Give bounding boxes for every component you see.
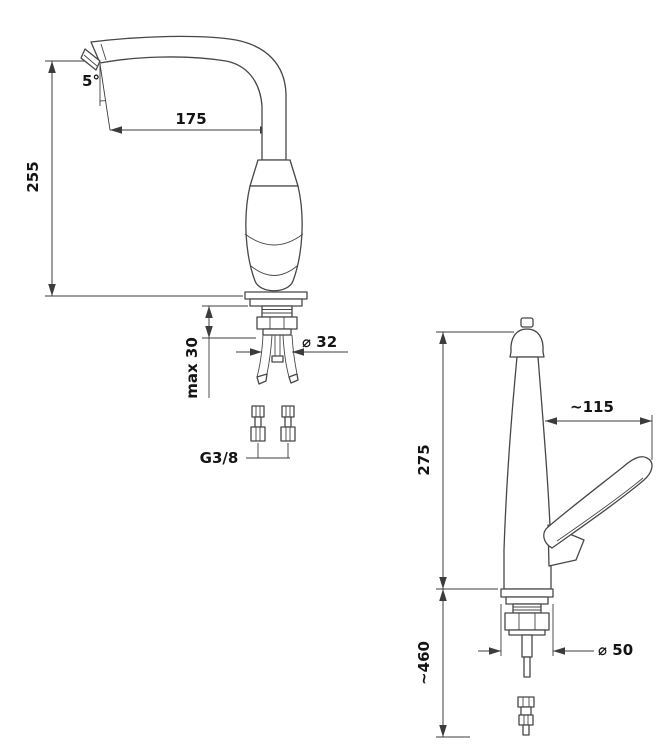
mixer-body [245,185,303,292]
spout-top-button [520,317,534,328]
hose-fitting-left [250,405,266,442]
dim-height-255-label: 255 [24,161,42,192]
threaded-shank [512,603,542,614]
mounting-stud [271,335,284,363]
base-flange-top [244,291,308,300]
spout-top-cap [509,328,545,358]
dim-reach-175-label: 175 [175,110,206,128]
dim-diameter-32: ⌀ 32 [236,333,348,356]
supply-pipe-end [523,656,531,678]
dim-angle-label: 5° [82,72,100,90]
lever-handle [543,456,653,549]
dim-diameter-32-label: ⌀ 32 [302,333,337,351]
supply-pipe [521,634,533,658]
threaded-shank [261,305,293,318]
spout [90,35,287,161]
supply-hose-left [256,334,273,385]
dim-reach-115: ~115 [545,398,653,460]
dim-reach-175: 175 [110,110,273,161]
base-flange-bottom [249,298,303,307]
right-faucet-body [500,317,653,678]
washer [508,629,546,636]
dim-hose-460-label: ~460 [415,641,433,685]
dim-hose-460: ~460 [415,589,447,737]
right-faucet-view: 275 ~460 ~115 [415,317,653,738]
shank-stub [262,328,292,336]
body-parting-line [244,233,304,246]
spout-tip-edge [100,43,107,61]
thread-callout-g38: G3/8 [200,443,290,467]
dim-diameter-50: ⌀ 50 [478,604,633,659]
bottom-hose-fitting [517,696,535,736]
hose-fitting-right [280,405,296,442]
dim-angle-5deg: 5° [82,63,111,131]
mounting-nut [256,316,298,330]
base-flange-bottom [505,596,549,605]
body-base-curve [250,265,298,276]
lever-inner-line [556,477,644,542]
spout-collar [249,159,299,187]
supply-hose-right [282,334,299,384]
left-faucet-body [80,35,308,385]
dim-height-255: 255 [24,60,243,297]
dim-mount-max30-label: max 30 [183,337,201,399]
mounting-nut [504,612,550,631]
base-flange-top [500,588,554,598]
dim-diameter-50-label: ⌀ 50 [598,641,633,659]
dim-reach-115-label: ~115 [570,398,614,416]
dim-mount-max30: max 30 [183,305,256,399]
dim-height-275-label: 275 [415,444,433,475]
thread-g38-label: G3/8 [200,449,239,467]
faucet-neck [503,356,552,590]
left-faucet-view: 255 5° 175 [24,35,348,467]
